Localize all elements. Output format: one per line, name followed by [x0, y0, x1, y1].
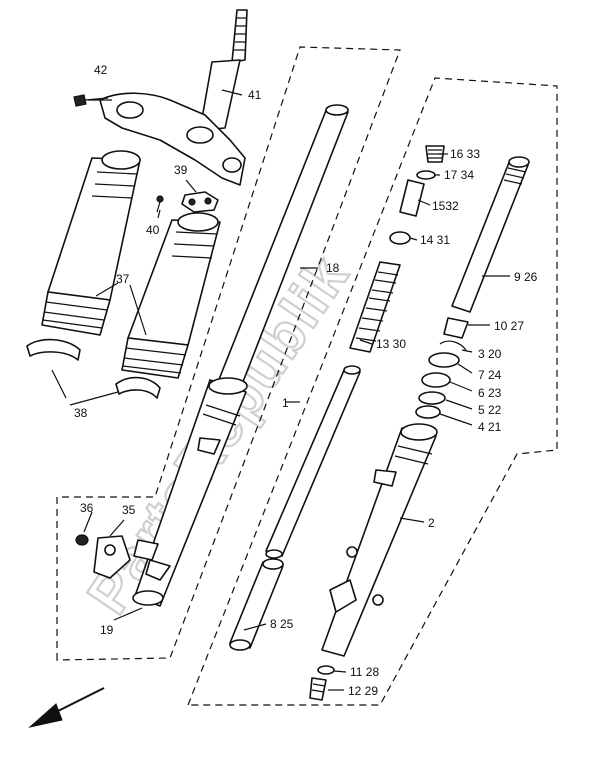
oil-lock-piece-8: [229, 558, 284, 651]
callout-6-23: 6 23: [478, 386, 502, 400]
steering-stem-bracket: [99, 9, 248, 186]
bolt-12: [309, 677, 327, 701]
callout-37: 37: [116, 272, 130, 286]
fork-boot-left: [41, 150, 141, 336]
spacer-15: [399, 179, 425, 217]
bolt-36: [75, 534, 89, 546]
callout-labels: 42 41 39 40 37 38 36 35 19 18 1 16 33 17…: [74, 63, 538, 698]
callout-40: 40: [146, 223, 160, 237]
callout-42: 42: [94, 63, 108, 77]
callout-39: 39: [174, 163, 188, 177]
inner-tube-9: [451, 156, 530, 313]
slide-metal-4: [415, 405, 441, 419]
callout-2: 2: [428, 516, 435, 530]
circlip-3: [439, 340, 467, 351]
fork-boot-right: [121, 212, 221, 379]
boot-band-38: [26, 338, 161, 399]
callout-36: 36: [80, 501, 94, 515]
callout-9-26: 9 26: [514, 270, 538, 284]
cable-clamp-39: [181, 191, 219, 213]
spring-seat-14: [389, 231, 411, 245]
callout-8-25: 8 25: [270, 617, 294, 631]
bushing-5: [418, 391, 446, 405]
callout-3-20: 3 20: [478, 347, 502, 361]
callout-18: 18: [326, 261, 340, 275]
damper-rod-1: [265, 365, 361, 559]
callout-15-32: 1532: [432, 199, 459, 213]
callout-41: 41: [248, 88, 262, 102]
oil-seal-7: [428, 352, 460, 368]
boundary-right-group: [187, 77, 558, 706]
callout-11-28: 11 28: [350, 665, 379, 679]
callout-12-29: 12 29: [348, 684, 378, 698]
outer-tube-2: [321, 423, 438, 657]
callout-1: 1: [282, 396, 289, 410]
callout-35: 35: [122, 503, 136, 517]
leader-lines: [51, 89, 510, 691]
callout-13-30: 13 30: [376, 337, 406, 351]
bushing-10: [443, 317, 469, 339]
cap-bolt-16: [425, 145, 445, 163]
o-ring-17: [416, 170, 436, 180]
callout-5-22: 5 22: [478, 403, 502, 417]
washer-11: [317, 665, 335, 675]
caliper-bracket-35: [93, 535, 171, 581]
callout-38: 38: [74, 406, 88, 420]
front-direction-arrow-icon: [28, 687, 105, 728]
washer-6: [421, 372, 451, 388]
fork-spring-13: [349, 261, 401, 353]
callout-4-21: 4 21: [478, 420, 502, 434]
callout-10-27: 10 27: [494, 319, 524, 333]
callout-19: 19: [100, 623, 114, 637]
callout-7-24: 7 24: [478, 368, 502, 382]
outer-tube-19: [132, 377, 248, 607]
boundary-left-group: [56, 46, 401, 661]
callout-16-33: 16 33: [450, 147, 480, 161]
screw-40: [156, 195, 164, 213]
callout-17-34: 17 34: [444, 168, 474, 182]
callout-14-31: 14 31: [420, 233, 450, 247]
